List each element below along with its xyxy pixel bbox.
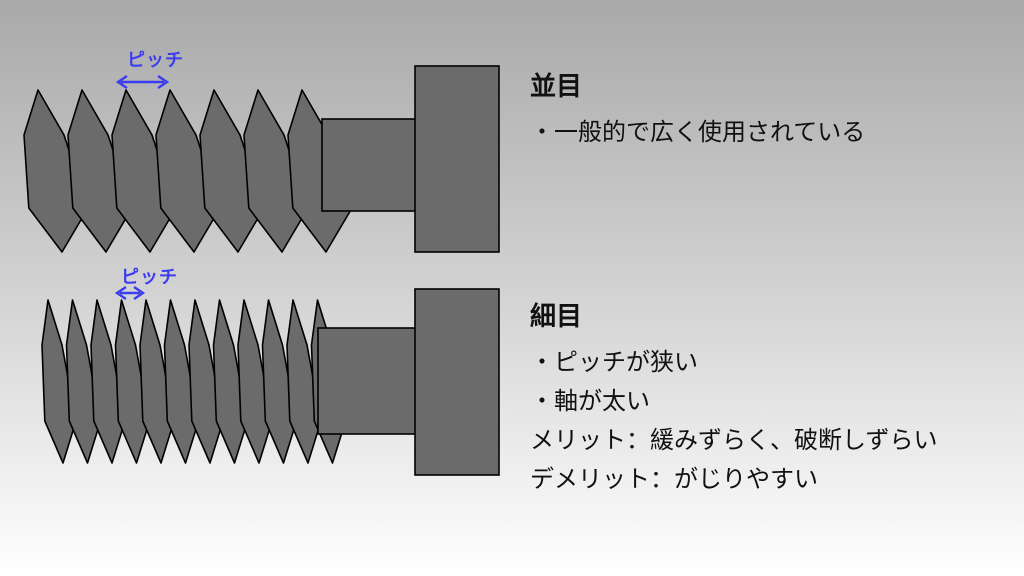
fine-desc-4: デメリット：がじりやすい: [530, 465, 818, 493]
pitch-arrow-left-head: [114, 286, 127, 300]
bolt-shank: [317, 327, 417, 435]
pitch-arrow-right-head: [133, 286, 146, 300]
fine-pitch-arrow: [114, 286, 146, 300]
fine-desc-1: ・ピッチが狭い: [530, 348, 698, 376]
pitch-arrow-right-head: [157, 75, 170, 89]
pitch-arrow-left-head: [115, 75, 128, 89]
bolt-shank: [321, 118, 417, 212]
coarse-thread-bolt: [23, 65, 500, 253]
coarse-desc-1: ・一般的で広く使用されている: [530, 118, 866, 146]
coarse-pitch-label: ピッチ: [127, 50, 184, 71]
bolt-head: [414, 65, 500, 253]
coarse-pitch-arrow: [115, 75, 170, 89]
coarse-title: 並目: [530, 72, 583, 102]
fine-desc-2: ・軸が太い: [530, 387, 650, 415]
fine-title: 細目: [530, 302, 583, 332]
fine-thread-bolt: [41, 288, 500, 476]
fine-desc-3: メリット：緩みずらく、破断しずらい: [530, 426, 938, 454]
fine-pitch-label: ピッチ: [121, 267, 178, 288]
bolt-head: [414, 288, 500, 476]
